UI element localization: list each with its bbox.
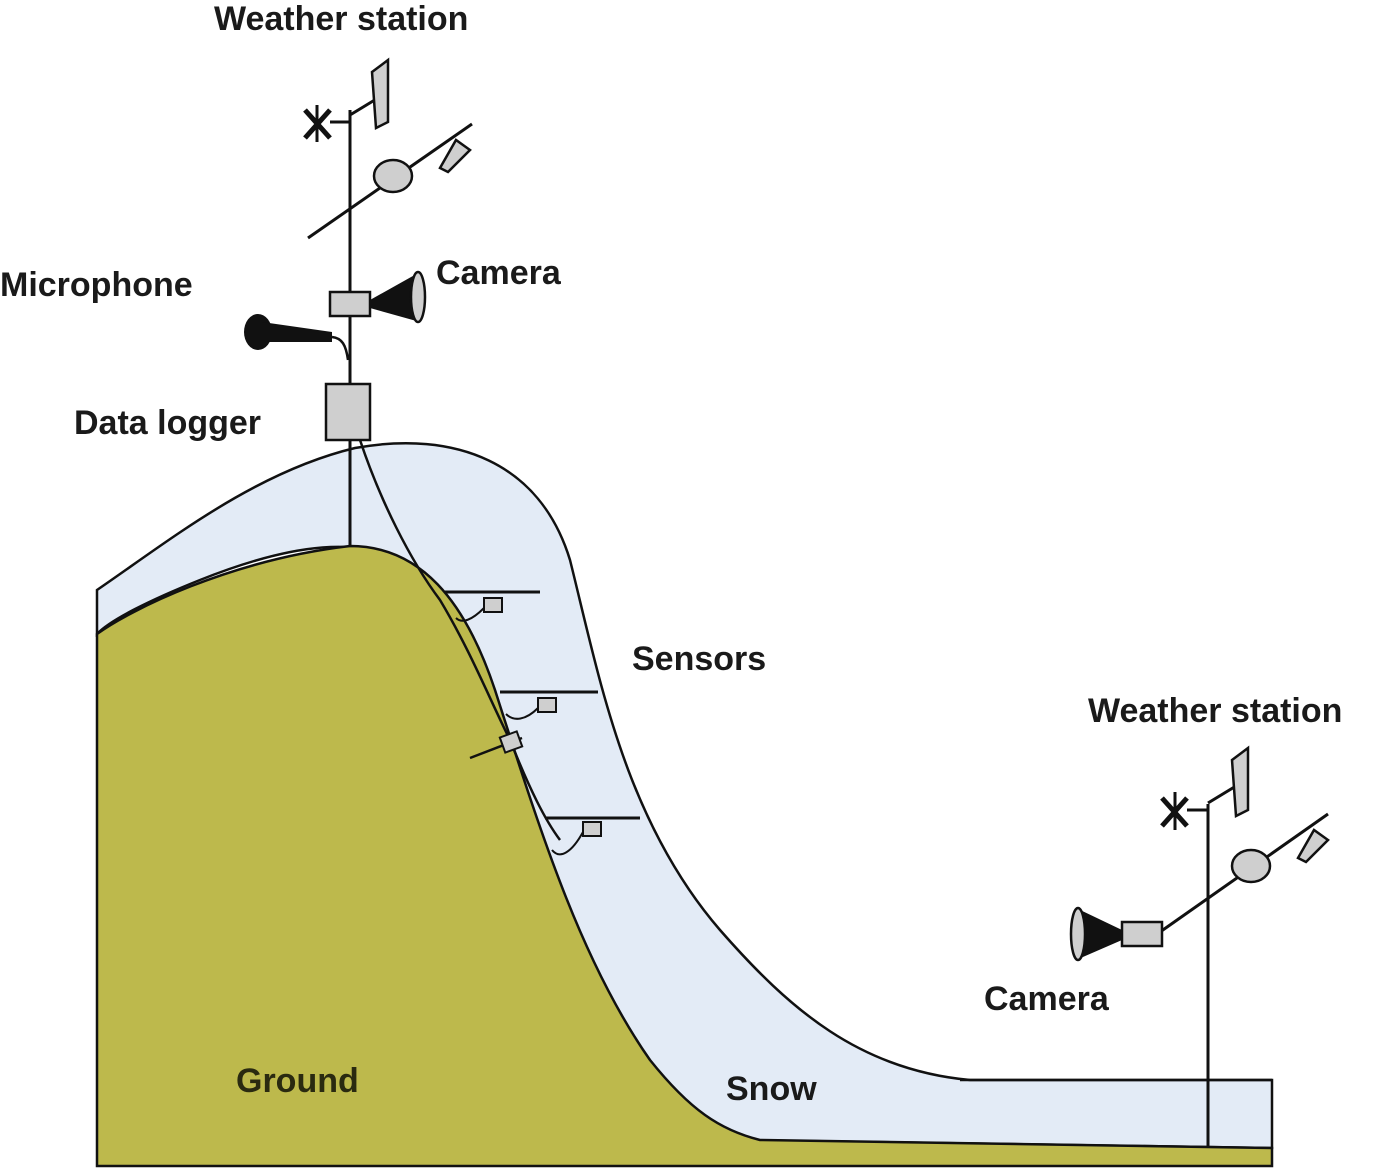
- weather-station-right: [1069, 745, 1330, 1148]
- label-sensors: Sensors: [632, 640, 767, 678]
- label-camera-right: Camera: [984, 980, 1109, 1018]
- ground-layer: [95, 544, 1274, 1168]
- wind-vane-icon: [349, 57, 390, 130]
- temperature-sensor-icon: [372, 158, 414, 194]
- label-weather-station-top: Weather station: [214, 0, 469, 38]
- label-snow: Snow: [726, 1070, 817, 1108]
- anemometer-right-icon: [1160, 792, 1208, 830]
- data-logger-icon: [324, 382, 372, 442]
- ground-sensor: [469, 730, 524, 760]
- label-microphone: Microphone: [0, 266, 193, 304]
- temperature-sensor-right-icon: [1230, 848, 1272, 884]
- radiation-shield-icon: [438, 138, 472, 174]
- radiation-shield-right-icon: [1296, 828, 1330, 864]
- label-ground: Ground: [236, 1062, 359, 1100]
- microphone-icon: [244, 314, 350, 361]
- sensor-3: [545, 816, 640, 856]
- label-camera-top: Camera: [436, 254, 561, 292]
- anemometer-icon: [303, 105, 350, 142]
- sensor-1: [445, 590, 540, 622]
- camera-right-icon: [1069, 906, 1164, 962]
- sensor-2: [500, 690, 598, 720]
- wind-vane-right-icon: [1207, 745, 1250, 818]
- camera-top-icon: [328, 270, 427, 324]
- sensor-cable: [358, 439, 562, 841]
- weather-station-top: [244, 57, 562, 841]
- label-weather-station-right: Weather station: [1088, 692, 1343, 730]
- label-data-logger: Data logger: [74, 404, 262, 442]
